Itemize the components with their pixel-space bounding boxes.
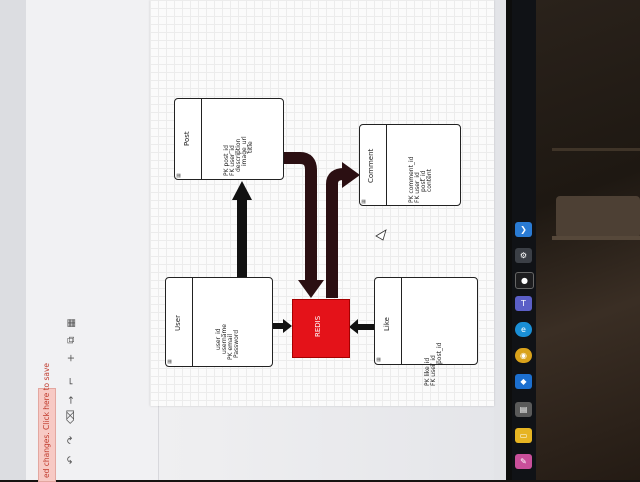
entity-divider	[201, 99, 202, 179]
table-icon: ▦	[167, 359, 173, 364]
room-shelf	[552, 148, 640, 151]
edge-icon[interactable]: e	[515, 322, 532, 337]
settings-icon[interactable]: ⚙	[515, 248, 532, 263]
chrome-icon[interactable]: ◉	[515, 348, 532, 363]
room-background	[536, 0, 640, 480]
connector-layer	[0, 0, 512, 480]
table-icon: ▦	[361, 199, 367, 204]
teams-icon[interactable]: T	[515, 296, 532, 311]
table-icon: ▦	[176, 173, 182, 178]
file-explorer-icon[interactable]: ▭	[515, 428, 532, 443]
obs-icon[interactable]: ●	[515, 272, 534, 289]
room-furniture	[556, 196, 640, 238]
mouse-cursor-icon	[376, 230, 386, 240]
entity-field: Password	[234, 330, 241, 358]
entity-divider	[401, 278, 402, 364]
entity-divider	[386, 125, 387, 205]
entity-user-title: User	[174, 315, 182, 331]
entity-post-title: Post	[183, 131, 191, 146]
entity-field: content	[427, 169, 434, 192]
calculator-icon[interactable]: ▤	[515, 402, 532, 417]
room-shelf	[552, 236, 640, 240]
arrow-user-to-post[interactable]	[232, 181, 252, 278]
entity-field: post_id	[437, 343, 444, 364]
entity-like-title: Like	[383, 317, 391, 331]
maps-icon[interactable]: ◆	[515, 374, 532, 389]
arrow-post-to-redis[interactable]	[282, 158, 324, 298]
entity-comment-title: Comment	[367, 149, 375, 183]
arrow-like-to-redis[interactable]	[349, 319, 374, 334]
paint-icon[interactable]: ✎	[515, 454, 532, 469]
entity-divider	[192, 278, 193, 366]
arrow-redis-to-comment[interactable]	[332, 162, 360, 298]
entity-field: title	[248, 141, 255, 153]
redis-label: REDIS	[314, 316, 322, 337]
vscode-icon[interactable]: ❯	[515, 222, 532, 237]
arrow-user-to-redis[interactable]	[271, 319, 292, 333]
table-icon: ▦	[376, 357, 382, 362]
